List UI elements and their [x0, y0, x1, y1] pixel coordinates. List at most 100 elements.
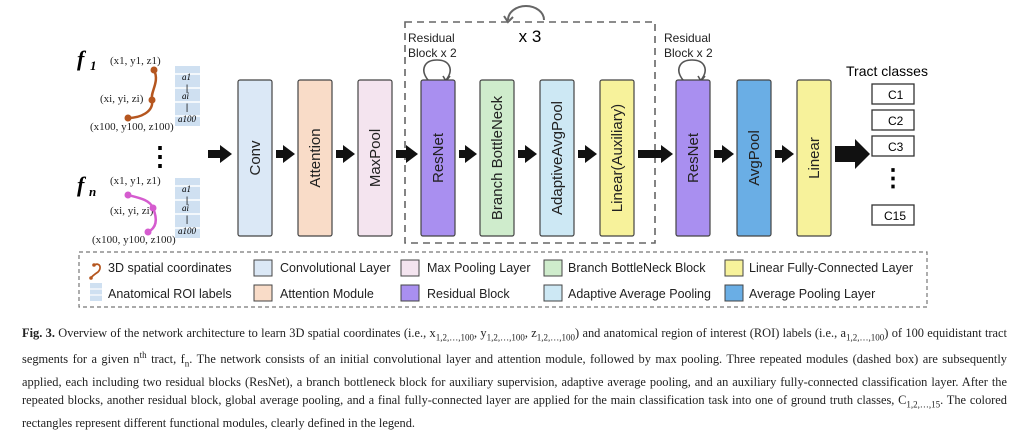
legend: 3D spatial coordinates Anatomical ROI la… [78, 251, 928, 308]
caption-superscript: th [139, 350, 147, 361]
bottleneck-block [479, 79, 515, 237]
legend-border [78, 251, 928, 308]
tract-classes-title: Tract classes [846, 63, 928, 79]
input-ellipsis: ⋮ [147, 141, 173, 171]
adaptive-avgpool-label: AdaptiveAvgPool [549, 101, 566, 215]
legend-conv-label: Convolutional Layer [280, 261, 391, 275]
maxpool-block [357, 79, 393, 237]
maxpool-label: MaxPool [367, 129, 384, 187]
legend-avgpool-label: Average Pooling Layer [749, 287, 875, 301]
class-label-c2: C2 [888, 114, 904, 128]
resnet-label-1: ResNet [430, 132, 447, 183]
legend-maxpool-swatch [400, 259, 420, 277]
network-architecture-diagram: f 1 (x1, y1, z1) (xi, yi, zi) (x100, y10… [77, 5, 928, 308]
flow-arrow [638, 145, 673, 163]
repeated-block-dashed-box [404, 21, 656, 244]
caption-subscript: 1,2,…,100 [435, 332, 474, 343]
f1-symbol: f [77, 46, 87, 71]
residual-label-2-line1: Residual [664, 31, 711, 45]
legend-roi-swatch [90, 283, 102, 301]
avgpool-label: AvgPool [746, 130, 763, 186]
linear-aux-label: Linear(Auxiliary) [609, 104, 626, 212]
tract-f1-point [124, 114, 132, 122]
flow-arrow-large [835, 139, 870, 169]
residual-loop-icon-2 [678, 59, 706, 81]
flow-arrow [459, 145, 477, 163]
resnet-module-1: ResNet [420, 79, 456, 237]
linear-module: Linear [796, 79, 832, 237]
legend-roi-icon [90, 283, 102, 301]
legend-coords-icon-point [89, 276, 93, 280]
linear-label: Linear [806, 137, 823, 179]
tract-f1-point [150, 66, 158, 74]
flow-arrow [336, 145, 355, 163]
residual-label-1-line2: Block x 2 [408, 46, 457, 60]
residual-label-1-line1: Residual [408, 31, 455, 45]
caption-text: . The colored rectangles represent diffe… [22, 393, 1007, 430]
class-label-c1: C1 [888, 88, 904, 102]
caption-subscript: 1,2,…,100 [536, 332, 575, 343]
caption-text: ) of 100 equidistant tract segments for … [22, 326, 1007, 367]
f1-roi-mid: ai [182, 91, 190, 101]
class-label-c3: C3 [888, 140, 904, 154]
f1-coord-last: (x100, y100, z100) [90, 121, 174, 133]
legend-residual-label: Residual Block [427, 287, 510, 301]
flow-arrow [714, 145, 734, 163]
linear-aux-module: Linear(Auxiliary) [599, 79, 635, 237]
residual-loop-icon-1 [423, 59, 451, 81]
resnet-label-2: ResNet [685, 132, 702, 183]
resnet-block-1 [420, 79, 456, 237]
flow-arrow [775, 145, 794, 163]
caption-subscript: 1,2,…,100 [486, 332, 525, 343]
linear-aux-block [599, 79, 635, 237]
adaptive-avgpool-block [539, 79, 575, 237]
tract-fn-point [149, 204, 157, 212]
fn-roi-first: a1 [182, 184, 191, 194]
caption-subscript: n [184, 359, 190, 370]
tract-f1-point [148, 96, 156, 104]
legend-coords-icon [90, 263, 101, 279]
attention-module: Attention [297, 79, 333, 237]
caption-subscript: 1,2,…,100 [846, 332, 885, 343]
caption-text: , y [473, 326, 487, 340]
repeat-loop-arrowhead [503, 15, 514, 24]
fn-symbol: f [77, 172, 87, 197]
f1-roi-label-column: a1 | ai | a100 [175, 66, 200, 126]
tract-fn-input: f n (x1, y1, z1) (xi, yi, zi) (x100, y10… [77, 172, 200, 246]
flow-arrows [208, 139, 870, 169]
linear-block [796, 79, 832, 237]
fn-roi-last: a100 [178, 226, 197, 236]
legend-bottleneck-swatch [543, 259, 563, 277]
f1-coord-first: (x1, y1, z1) [110, 55, 161, 67]
maxpool-module: MaxPool [357, 79, 393, 237]
legend-adaptive-label: Adaptive Average Pooling [568, 287, 711, 301]
caption-figure-number: Fig. 3. [22, 326, 55, 340]
legend-linear-label: Linear Fully-Connected Layer [749, 261, 913, 275]
legend-adaptive-swatch [543, 284, 563, 302]
fn-coord-mid: (xi, yi, zi) [110, 205, 154, 217]
legend-coords-label: 3D spatial coordinates [108, 261, 232, 275]
fn-roi-bar: | [186, 195, 188, 205]
residual-label-2-line2: Block x 2 [664, 46, 713, 60]
class-box-c3 [871, 135, 915, 157]
conv-block [237, 79, 273, 237]
fn-coord-last: (x100, y100, z100) [92, 234, 176, 246]
class-ellipsis: ⋮ [881, 165, 905, 192]
f1-roi-last: a100 [178, 114, 197, 124]
tract-fn-point [124, 191, 132, 199]
legend-avgpool-swatch [724, 284, 744, 302]
legend-attention-label: Attention Module [280, 287, 374, 301]
avgpool-module: AvgPool [736, 79, 772, 237]
caption-text: ) and anatomical region of interest (ROI… [575, 326, 847, 340]
caption-text: , z [524, 326, 537, 340]
class-box-c2 [871, 109, 915, 131]
legend-attention-swatch [253, 284, 273, 302]
legend-conv-swatch [253, 259, 273, 277]
caption-subscript: 1,2,…,15 [906, 399, 941, 410]
class-box-c1 [871, 83, 915, 105]
caption-text: Overview of the network architecture to … [58, 326, 436, 340]
tract-classes-output: Tract classes C1 C2 C3 ⋮ C15 [846, 63, 928, 226]
f1-roi-bar: | [186, 102, 188, 112]
attention-label: Attention [307, 128, 324, 187]
bottleneck-module: Branch BottleNeck [479, 79, 515, 237]
